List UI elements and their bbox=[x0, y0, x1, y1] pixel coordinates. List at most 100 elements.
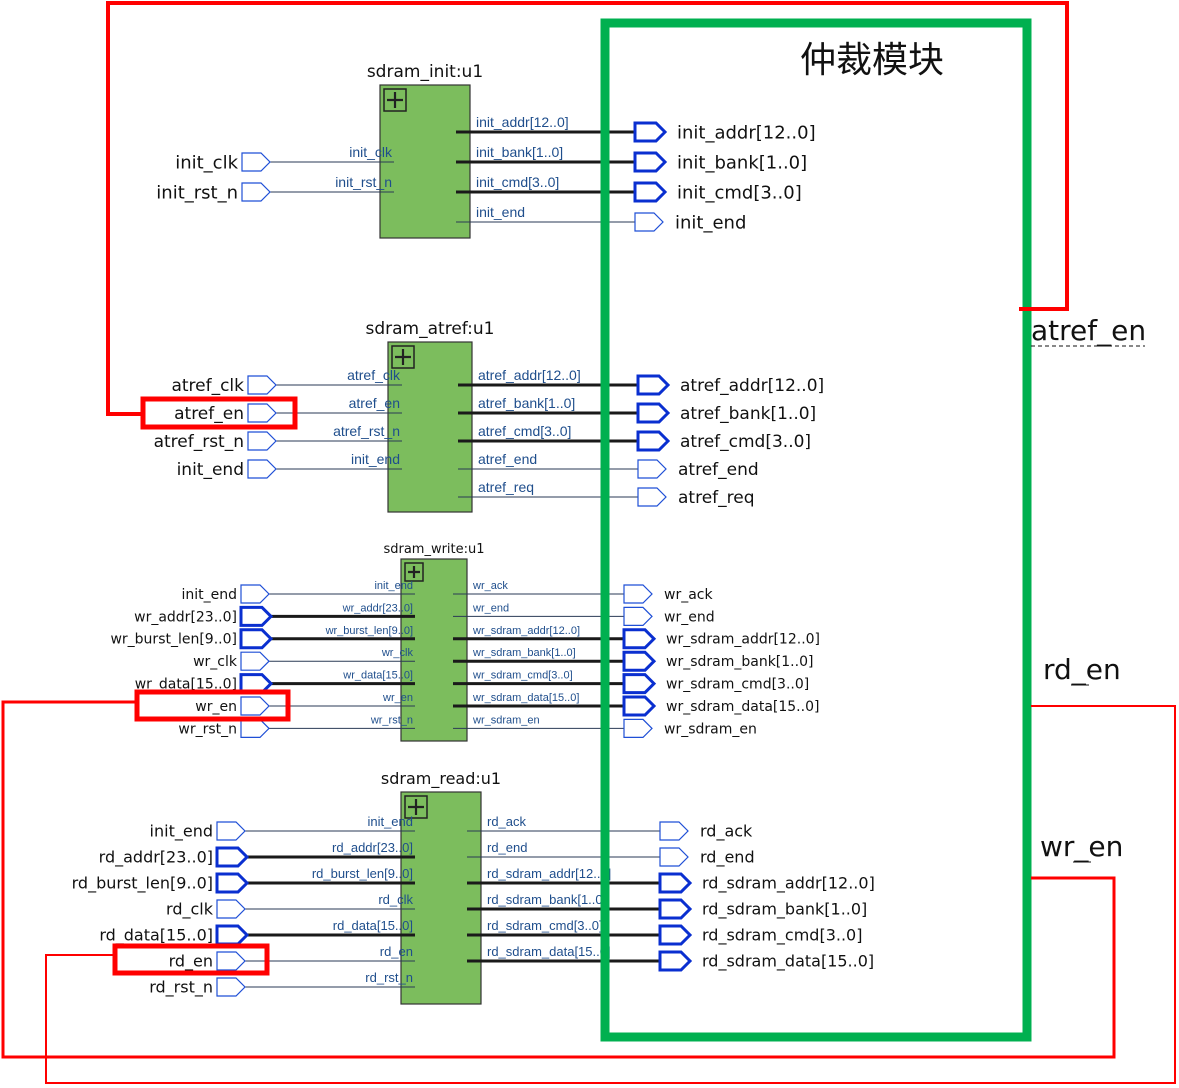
output-port-label: rd_sdram_addr[12..0] bbox=[702, 874, 875, 894]
input-port-label: rd_data[15..0] bbox=[99, 926, 213, 946]
output-port-write-3 bbox=[622, 650, 657, 672]
output-port-label: wr_sdram_bank[1..0] bbox=[666, 654, 813, 670]
input-pin-label: rd_rst_n bbox=[365, 970, 413, 985]
input-pin-label: rd_burst_len[9..0] bbox=[312, 866, 413, 881]
input-port-label: init_end bbox=[177, 460, 244, 480]
input-pin-label: init_clk bbox=[349, 144, 393, 160]
modules-layer: sdram_init:u1init_clkinit_clkinit_rst_ni… bbox=[72, 62, 875, 1005]
input-pin-label: init_end bbox=[351, 451, 400, 467]
output-port-label: atref_addr[12..0] bbox=[680, 376, 824, 396]
output-pin-label: atref_end bbox=[478, 451, 537, 467]
output-pin-label: wr_sdram_cmd[3..0] bbox=[472, 670, 573, 682]
output-port-read-4 bbox=[658, 924, 693, 946]
output-port-label: atref_end bbox=[678, 460, 759, 480]
output-pin-label: rd_sdram_data[15..0] bbox=[487, 944, 611, 959]
arbiter-title: 仲裁模块 bbox=[800, 40, 944, 81]
output-pin-label: wr_end bbox=[472, 602, 509, 614]
input-port-label: atref_clk bbox=[171, 376, 244, 396]
input-port-label: wr_data[15..0] bbox=[135, 677, 237, 693]
input-port-write-0 bbox=[240, 584, 270, 604]
input-port-init-1 bbox=[241, 182, 271, 202]
input-port-write-3 bbox=[240, 651, 270, 671]
output-pin-label: rd_ack bbox=[487, 814, 527, 829]
rd-en-highlight bbox=[112, 943, 270, 976]
output-port-write-0 bbox=[623, 584, 653, 604]
input-port-read-2 bbox=[215, 872, 250, 894]
output-port-atref-0 bbox=[636, 374, 671, 396]
input-port-label: atref_rst_n bbox=[154, 432, 244, 452]
output-port-read-0 bbox=[659, 821, 689, 841]
input-port-read-6 bbox=[216, 977, 246, 997]
input-port-label: rd_rst_n bbox=[149, 978, 213, 998]
arbiter-block bbox=[600, 18, 1032, 1042]
output-pin-label: rd_end bbox=[487, 840, 527, 855]
output-port-read-5 bbox=[658, 950, 693, 972]
rd-en-label: rd_en bbox=[1043, 653, 1121, 686]
input-port-label: wr_en bbox=[195, 699, 237, 715]
output-port-label: rd_sdram_bank[1..0] bbox=[702, 900, 867, 920]
input-pin-label: rd_data[15..0] bbox=[333, 918, 413, 933]
output-port-label: rd_sdram_data[15..0] bbox=[702, 952, 874, 972]
output-pin-label: wr_sdram_addr[12..0] bbox=[472, 625, 580, 637]
input-pin-label: rd_en bbox=[380, 944, 413, 959]
output-port-write-6 bbox=[623, 718, 653, 739]
input-port-label: rd_addr[23..0] bbox=[99, 848, 213, 868]
expand-icon-plus bbox=[408, 566, 420, 578]
module-title-write: sdram_write:u1 bbox=[383, 542, 484, 557]
module-init: sdram_init:u1init_clkinit_clkinit_rst_ni… bbox=[156, 62, 816, 239]
input-pin-label: atref_rst_n bbox=[333, 423, 400, 439]
output-port-label: wr_sdram_addr[12..0] bbox=[666, 632, 820, 648]
atref-en-loop bbox=[106, 1, 1069, 416]
input-port-label: rd_en bbox=[169, 952, 213, 972]
wr-en-highlight bbox=[134, 689, 291, 722]
output-pin-label: wr_sdram_data[15..0] bbox=[472, 692, 579, 704]
module-box-atref bbox=[387, 341, 473, 513]
output-port-read-2 bbox=[658, 872, 693, 894]
output-pin-label: atref_cmd[3..0] bbox=[478, 423, 571, 439]
output-port-init-3 bbox=[634, 212, 664, 232]
input-port-label: rd_clk bbox=[166, 900, 214, 920]
input-pin-label: wr_burst_len[9..0] bbox=[325, 625, 413, 637]
expand-icon-plus bbox=[395, 349, 411, 365]
output-port-init-2 bbox=[633, 181, 668, 203]
input-port-label: atref_en bbox=[174, 404, 244, 424]
output-port-label: atref_cmd[3..0] bbox=[680, 432, 811, 452]
output-pin-label: atref_bank[1..0] bbox=[478, 395, 575, 411]
module-write: sdram_write:u1init_endinit_endwr_addr[23… bbox=[110, 542, 820, 742]
input-port-write-1 bbox=[239, 605, 274, 627]
output-port-write-1 bbox=[623, 606, 653, 627]
module-title-init: sdram_init:u1 bbox=[367, 62, 483, 82]
input-port-atref-3 bbox=[247, 459, 277, 479]
input-pin-label: init_rst_n bbox=[335, 174, 392, 190]
output-pin-label: init_end bbox=[476, 204, 525, 220]
module-box-read bbox=[400, 791, 482, 1005]
input-port-atref-1 bbox=[247, 403, 277, 423]
input-port-label: rd_burst_len[9..0] bbox=[72, 874, 213, 894]
output-port-label: rd_ack bbox=[700, 822, 753, 842]
output-pin-label: wr_ack bbox=[472, 580, 508, 592]
output-pin-label: init_bank[1..0] bbox=[476, 144, 563, 160]
input-port-label: wr_clk bbox=[193, 654, 238, 670]
input-port-label: wr_addr[23..0] bbox=[134, 609, 237, 625]
input-pin-label: wr_clk bbox=[381, 647, 414, 659]
output-pin-label: init_cmd[3..0] bbox=[476, 174, 559, 190]
output-port-label: wr_end bbox=[664, 609, 715, 625]
input-port-read-0 bbox=[216, 821, 246, 841]
output-port-read-3 bbox=[658, 898, 693, 920]
input-port-init-0 bbox=[241, 152, 271, 172]
input-port-label: wr_rst_n bbox=[178, 721, 237, 737]
output-port-write-2 bbox=[622, 628, 657, 650]
input-pin-label: wr_rst_n bbox=[370, 714, 413, 726]
module-atref: sdram_atref:u1atref_clkatref_clkatref_en… bbox=[154, 319, 824, 513]
wr-en-loop bbox=[1, 700, 1116, 1059]
output-port-label: init_cmd[3..0] bbox=[677, 182, 802, 203]
output-pin-label: rd_sdram_cmd[3..0] bbox=[487, 918, 603, 933]
input-port-label: wr_burst_len[9..0] bbox=[110, 632, 237, 648]
atref-en-label: atref_en bbox=[1031, 314, 1146, 347]
input-pin-label: rd_clk bbox=[378, 892, 413, 907]
input-pin-label: rd_addr[23..0] bbox=[332, 840, 413, 855]
input-port-write-2 bbox=[239, 628, 274, 650]
output-port-label: wr_sdram_en bbox=[664, 721, 757, 737]
output-port-label: wr_sdram_data[15..0] bbox=[666, 699, 819, 715]
